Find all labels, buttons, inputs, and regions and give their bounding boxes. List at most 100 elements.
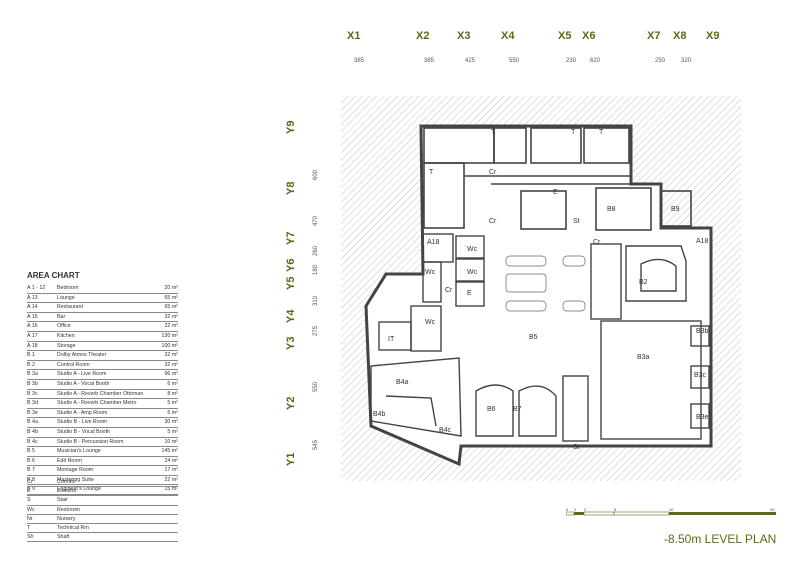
area-chart-area: 32 m²: [164, 352, 178, 359]
room-label: B3e: [696, 414, 709, 421]
row-dimension: 545: [313, 439, 319, 450]
area-chart-code: B 3a: [27, 371, 38, 378]
room-label: T: [491, 129, 496, 136]
area-chart-area: 65 m²: [164, 294, 178, 301]
room-label: T: [599, 129, 604, 136]
area-chart-area: 24 m²: [164, 457, 178, 464]
column-dimension: 425: [465, 58, 476, 64]
column-dimension: 385: [354, 58, 365, 64]
room-label: B4b: [373, 411, 386, 418]
room-label: Wc: [467, 246, 478, 253]
area-chart-name: Dolby Atmos Theater: [57, 352, 107, 359]
row-dimension: 310: [313, 295, 319, 306]
row-label: Y3: [285, 336, 297, 350]
room-label: B3c: [694, 372, 707, 379]
row-label: Y1: [285, 452, 297, 466]
area-chart-area: 145 m²: [161, 448, 179, 455]
area-chart-code: B 4b: [27, 428, 38, 435]
area-chart-row: B 3b Studio A - Vocal Booth 6 m²: [27, 380, 178, 390]
room-label: St: [573, 218, 580, 225]
area-chart-row: B 3a Studio A - Live Room 96 m²: [27, 370, 178, 380]
row-dimension: 260: [313, 245, 319, 256]
legend-row: Cr Corridor: [27, 478, 178, 488]
area-chart-area: 8 m²: [167, 390, 178, 397]
area-chart-area: 65 m²: [164, 304, 178, 311]
area-chart-area: 32 m²: [164, 313, 178, 320]
area-chart-area: 96 m²: [164, 371, 178, 378]
area-chart-code: B 3c: [27, 390, 38, 397]
area-chart-area: 6 m²: [167, 380, 178, 387]
column-label: X2: [416, 30, 430, 42]
row-dimension: 550: [313, 381, 319, 392]
row-label: Y2: [285, 396, 297, 410]
column-dimension: 250: [655, 58, 666, 64]
area-chart-code: A 1 - 12: [27, 285, 46, 291]
scale-tick: 1: [574, 508, 577, 512]
area-chart-name: Studio A - Vocal Booth: [57, 380, 110, 387]
scale-bar: 0 1 2 5 10 20: [566, 508, 776, 516]
area-chart-name: Studio A - Reverb Chamber Metro: [57, 400, 137, 407]
room-label: Cr: [489, 218, 497, 225]
b3-studio-a: [600, 320, 710, 440]
area-chart-code: B 5: [27, 448, 35, 455]
legend-row: E Elevator: [27, 487, 178, 497]
room-label: Wc: [467, 269, 478, 276]
row-dimension: 600: [313, 169, 319, 180]
column-label: X7: [647, 30, 661, 42]
column-dimension: 550: [509, 58, 520, 64]
area-chart-area: 32 m²: [164, 361, 178, 368]
area-chart-code: B 3b: [27, 380, 38, 387]
legend-name: Technical Rm: [57, 524, 89, 531]
column-label: X5: [558, 30, 572, 42]
legend-name: Shaft: [57, 534, 70, 541]
area-chart-code: A 15: [27, 313, 38, 320]
legend-code: S: [27, 497, 31, 504]
room-label: B2: [639, 279, 648, 286]
area-chart-area: 15 m²: [164, 486, 178, 493]
area-chart-area: 17 m²: [164, 467, 178, 474]
legend-code: Cr: [27, 479, 33, 485]
room-label: E: [553, 189, 558, 196]
row-dimension: 470: [313, 215, 319, 226]
area-chart-title: AREA CHART: [27, 271, 80, 280]
room-label: Cr: [489, 169, 497, 176]
legend-name: Restroom: [57, 506, 80, 513]
room-label: B7: [513, 406, 522, 413]
area-chart-area: 30 m²: [164, 419, 178, 426]
area-chart-name: Studio A - Reverb Chamber Ottoman: [57, 390, 144, 397]
area-chart-code: B 8: [27, 476, 35, 483]
area-chart-code: A 17: [27, 332, 38, 339]
area-chart-name: Studio B - Vocal Booth: [57, 428, 111, 435]
area-chart-name: Studio A - Live Room: [57, 371, 107, 378]
column-dimension: 320: [681, 58, 692, 64]
column-label: X9: [706, 30, 720, 42]
column-dimension: 230: [566, 58, 577, 64]
floor-plan: T T T T Cr E St Cr B8 B9 A18 Cr A18 Wc W…: [341, 96, 741, 481]
legend-name: Elevator: [57, 488, 77, 495]
lounge-furniture: [505, 255, 586, 312]
area-chart-area: 100 m²: [161, 342, 179, 349]
area-chart-name: Studio B - Percussion Room: [57, 438, 124, 445]
legend-code: E: [27, 488, 31, 495]
room-label: T: [571, 129, 576, 136]
legend-name: Corridor: [57, 479, 77, 485]
room-labels: T T T T Cr E St Cr B8 B9 A18 Cr A18 Wc W…: [373, 129, 709, 451]
area-chart-code: A 16: [27, 323, 38, 330]
area-chart-name: Montage Room: [57, 467, 94, 474]
level-title: -8.50m LEVEL PLAN: [664, 532, 777, 546]
room-label: B3b: [696, 328, 709, 335]
area-chart-area: 22 m²: [164, 476, 178, 483]
area-chart-area: 5 m²: [167, 400, 178, 407]
